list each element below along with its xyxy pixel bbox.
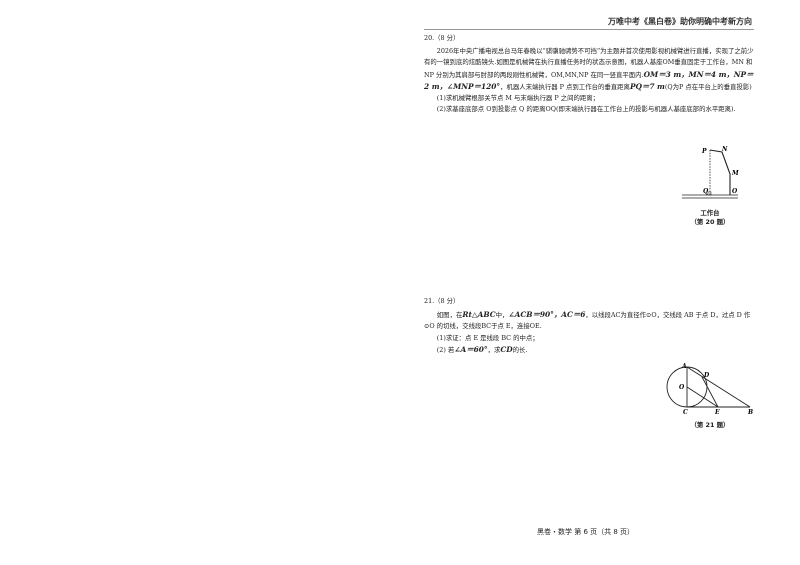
circle-triangle-diagram: A D O C E B [666,363,753,416]
label-a: A [681,363,687,370]
question-20-sub-1: (1)求机械臂根部关节点 M 与末端执行器 P 之间的距离； [436,94,600,103]
question-21-sub-2-b: ，求 [487,345,501,354]
label-e: E [714,409,720,416]
label-b: B [747,409,753,416]
question-21-math-angle: ∠A＝60° [454,344,488,354]
label-p: P [701,148,707,155]
header-divider [424,29,754,30]
question-21-figure: A D O C E B （第 21 题） [664,360,756,429]
question-20-math-pq: PQ＝7 m [629,81,665,91]
question-20-math-given: OM＝3 m，MN＝4 m，NP＝2 m，∠MNP＝120° [424,69,754,91]
label-n: N [721,146,728,153]
question-21-math-triangle: Rt△ABC [462,310,496,320]
label-m: M [731,170,739,177]
page-footer: 黑卷・数学 第 6 页（共 8 页） [537,528,635,536]
question-21-stem-text-b: 中， [495,311,509,320]
question-21-math-given: ∠ACB＝90°，AC＝6 [508,310,586,320]
label-c: C [683,409,688,416]
question-21-caption: （第 21 题） [690,421,730,429]
question-21-sub-1: (1)求证：点 E 是线段 BC 的中点； [436,333,539,342]
label-o21: O [679,384,685,391]
question-21-number: 21.（8 分） [424,297,460,305]
question-21-stem-text-a: 如图，在 [436,311,463,320]
question-21-stem: 如图，在Rt△ABC中，∠ACB＝90°，AC＝6，以线段AC为直径作⊙O，交线… [424,309,754,332]
question-20-stem-text: 2026年中央广播电视总台马年春晚以“骐骥驰骋势不可挡”为主题并首次使用影视机械… [424,47,754,79]
page-header: 万唯中考《黑白卷》助你明确中考新方向 [608,17,752,26]
question-20-figure: P N M Q O 工作台 （第 20 题） [676,144,744,226]
question-21-sub-2: (2) 若∠A＝60°，求CD的长. [424,344,754,356]
tangent-de [701,376,719,408]
question-20-caption: （第 20 题） [690,218,730,226]
worktable-label: 工作台 [700,209,720,217]
segment-ab [686,366,751,408]
question-21-sub-2-c: 的长. [512,345,528,354]
question-21: 21.（8 分） 如图，在Rt△ABC中，∠ACB＝90°，AC＝6，以线段AC… [424,296,754,356]
question-20-stem: 2026年中央广播电视总台马年春晚以“骐骥驰骋势不可挡”为主题并首次使用影视机械… [424,46,754,93]
question-20-stem-text-b: ，机器人末端执行器 P 点到工作台的垂直距离 [500,82,630,91]
label-d: D [703,372,710,379]
right-angle-mark-q [707,191,712,196]
question-20: 20.（8 分） 2026年中央广播电视总台马年春晚以“骐骥驰骋势不可挡”为主题… [424,33,754,115]
question-20-sub-2: (2)求基座底部点 O到投影点 Q 的距离OQ(即末端执行器在工作台上的投影与机… [436,105,736,114]
arc-cd-symbol: CD [500,344,513,354]
label-q: Q [703,188,709,195]
robot-arm-diagram: P N M Q O [682,146,739,199]
label-o: O [732,188,738,195]
question-21-stem-text-c: ，以线段AC为直径作⊙O，交线段 AB 于点 D，过点 D 作⊙O 的切线，交线… [424,311,751,331]
question-20-number: 20.（8 分） [424,34,460,42]
question-20-stem-text-c: (Q为P 点在平台上的垂直投影) [664,82,752,91]
question-21-sub-2-a: (2) 若 [436,345,455,354]
robot-arm-segments [709,149,731,195]
segment-oe [686,386,719,408]
